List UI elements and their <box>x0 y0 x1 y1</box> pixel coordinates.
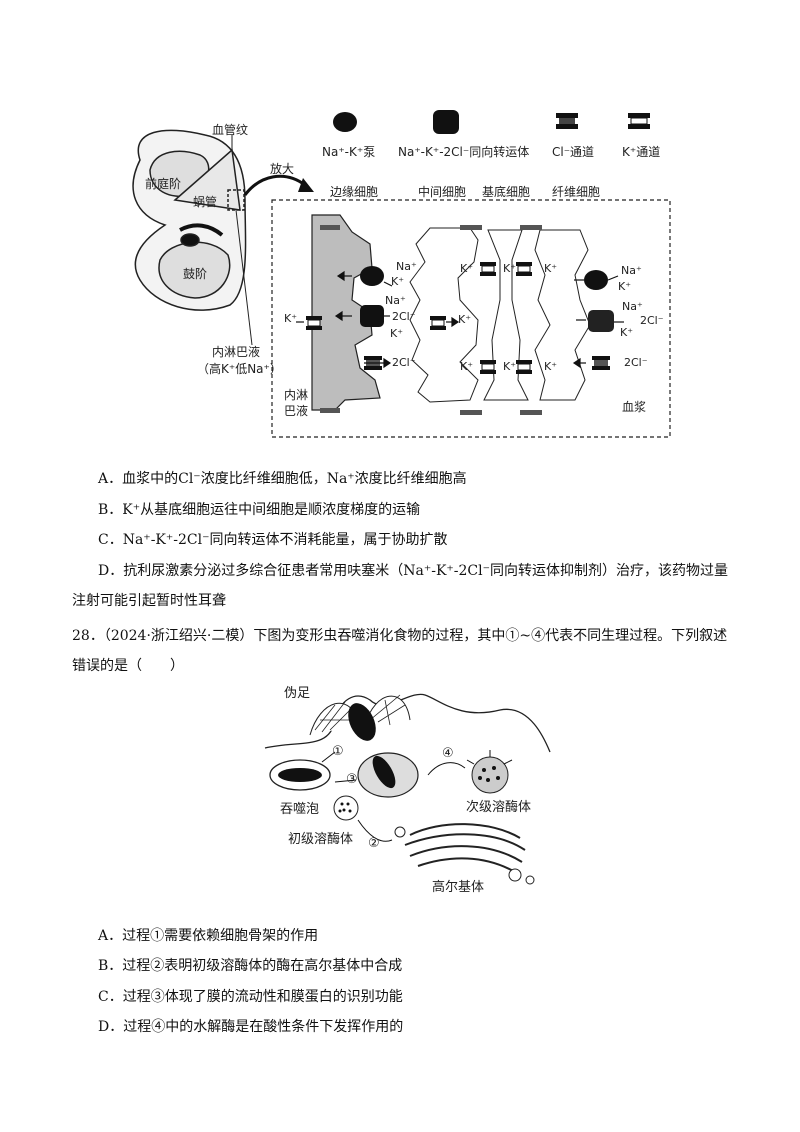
ion-k-12: K⁺ <box>620 326 634 339</box>
ion-k-3: K⁺ <box>284 312 298 325</box>
legend-pump-label: Na⁺-K⁺泵 <box>322 145 376 159</box>
golgi-apparatus <box>404 823 526 873</box>
marginal-k-channel <box>306 316 322 330</box>
step3-label: ③ <box>346 772 358 787</box>
ion-2cl-1: 2Cl⁻ <box>392 310 416 323</box>
q28-stem-line2: 错误的是（ ） <box>72 658 184 674</box>
q28-option-a[interactable]: A．过程①需要依赖细胞骨架的作用 <box>98 928 319 944</box>
k-channel-legend-icon <box>628 113 650 129</box>
legend-cl-channel-label: Cl⁻通道 <box>552 145 595 159</box>
fibro-cotransporter <box>588 310 614 332</box>
q28-option-c[interactable]: C．过程③体现了膜的流动性和膜蛋白的识别功能 <box>98 989 403 1005</box>
ion-na-1: Na⁺ <box>396 260 417 273</box>
step4-label: ④ <box>442 746 454 761</box>
ion-k-9: K⁺ <box>503 360 517 373</box>
plasma-label: 血浆 <box>622 400 647 414</box>
intermediate-cell <box>409 227 479 403</box>
intermediate-k-channel <box>430 316 446 330</box>
q27-option-d-continued: 注射可能引起暂时性耳聋 <box>72 593 226 609</box>
ion-k-11: K⁺ <box>618 280 632 293</box>
ion-k-5: K⁺ <box>460 262 474 275</box>
q28-stem-line1: 28．（2024·浙江绍兴·二模）下图为变形虫吞噬消化食物的过程，其中①~④代表… <box>72 628 728 644</box>
food-particle <box>348 703 376 741</box>
zoom-label: 放大 <box>270 162 295 176</box>
ion-2cl-3: 2Cl⁻ <box>640 314 664 327</box>
endolymph-label-1: 内淋巴液 <box>212 345 261 359</box>
golgi-label: 高尔基体 <box>432 880 485 895</box>
legend-cotransporter-label: Na⁺-K⁺-2Cl⁻同向转运体 <box>398 145 530 159</box>
ion-na-3: Na⁺ <box>621 264 642 277</box>
figure-ion-transport: Na⁺-K⁺泵 Na⁺-K⁺-2Cl⁻同向转运体 Cl⁻通道 K⁺通道 血管纹 … <box>0 0 800 445</box>
endolymph-inner-1: 内淋 <box>284 388 309 402</box>
step2-label: ② <box>368 836 380 851</box>
legend-k-channel-label: K⁺通道 <box>622 145 661 159</box>
q28-option-d[interactable]: D．过程④中的水解酶是在酸性条件下发挥作用的 <box>98 1019 404 1035</box>
pump-legend-icon <box>333 112 357 132</box>
duct-label: 蜗管 <box>193 195 218 209</box>
marginal-pump <box>360 266 384 286</box>
pseudopod-label: 伪足 <box>284 686 311 701</box>
ion-2cl-4: 2Cl⁻ <box>624 356 648 369</box>
ion-transport-diagram <box>132 110 671 438</box>
secondary-lysosome <box>471 756 509 794</box>
zoom-box <box>271 199 671 438</box>
endolymph-label-2: （高K⁺低Na⁺） <box>197 362 282 376</box>
cotransporter-legend-icon <box>433 110 459 134</box>
marginal-cell-label: 边缘细胞 <box>330 185 379 199</box>
q27-option-a[interactable]: A．血浆中的Cl⁻浓度比纤维细胞低，Na⁺浓度比纤维细胞高 <box>98 471 467 487</box>
primary-lysosome-label: 初级溶酶体 <box>288 832 354 847</box>
fibrocyte <box>534 229 591 401</box>
ion-k-2: K⁺ <box>390 327 404 340</box>
q28-option-b[interactable]: B．过程②表明初级溶酶体的酶在高尔基体中合成 <box>98 958 403 974</box>
q27-option-b[interactable]: B．K⁺从基底细胞运往中间细胞是顺浓度梯度的运输 <box>98 502 421 518</box>
vestibule-label: 前庭阶 <box>145 177 182 191</box>
q27-option-c[interactable]: C．Na⁺-K⁺-2Cl⁻同向转运体不消耗能量，属于协助扩散 <box>98 532 448 548</box>
ion-k-7: K⁺ <box>544 262 558 275</box>
cell-membrane <box>264 693 551 753</box>
phagosome-label: 吞噬泡 <box>280 802 320 817</box>
tympanic-label: 鼓阶 <box>183 267 208 281</box>
ion-k-6: K⁺ <box>503 262 517 275</box>
fibro-pump <box>584 270 608 290</box>
secondary-lysosome-label: 次级溶酶体 <box>466 800 532 815</box>
intermediate-cell-label: 中间细胞 <box>418 185 467 199</box>
basal-cell-label: 基底细胞 <box>482 185 531 199</box>
zoom-arrow-head <box>298 178 314 192</box>
ion-na-4: Na⁺ <box>622 300 643 313</box>
q27-option-d[interactable]: D．抗利尿激素分泌过多综合征患者常用呋塞米（Na⁺-K⁺-2Cl⁻同向转运体抑制… <box>98 563 729 579</box>
primary-lysosome <box>333 795 359 821</box>
phagocytosis-diagram <box>264 693 551 885</box>
ion-na-2: Na⁺ <box>385 294 406 307</box>
vessel-label: 血管纹 <box>212 123 249 137</box>
ion-k-8: K⁺ <box>460 360 474 373</box>
zoom-arrow <box>243 174 306 196</box>
endolymph-inner-2: 巴液 <box>284 404 309 418</box>
ion-k-4: K⁺ <box>458 313 472 326</box>
marginal-cell <box>311 214 381 411</box>
cochlea-cross-section <box>132 129 253 346</box>
basal-cell <box>483 229 529 401</box>
figure-phagocytosis: 伪足 ① ③ ④ ② 吞噬泡 初级溶酶体 次级溶酶体 高尔基体 <box>260 680 560 900</box>
basal-k-channels <box>480 262 532 374</box>
marginal-cotransporter <box>360 305 384 327</box>
fibro-cl-channel <box>592 356 610 370</box>
step1-label: ① <box>332 744 344 759</box>
cl-channel-legend-icon <box>556 113 578 129</box>
fibrocyte-label: 纤维细胞 <box>552 185 601 199</box>
ion-2cl-2: 2Cl⁻ <box>392 356 416 369</box>
ion-k-1: K⁺ <box>391 275 405 288</box>
ion-k-10: K⁺ <box>544 360 558 373</box>
